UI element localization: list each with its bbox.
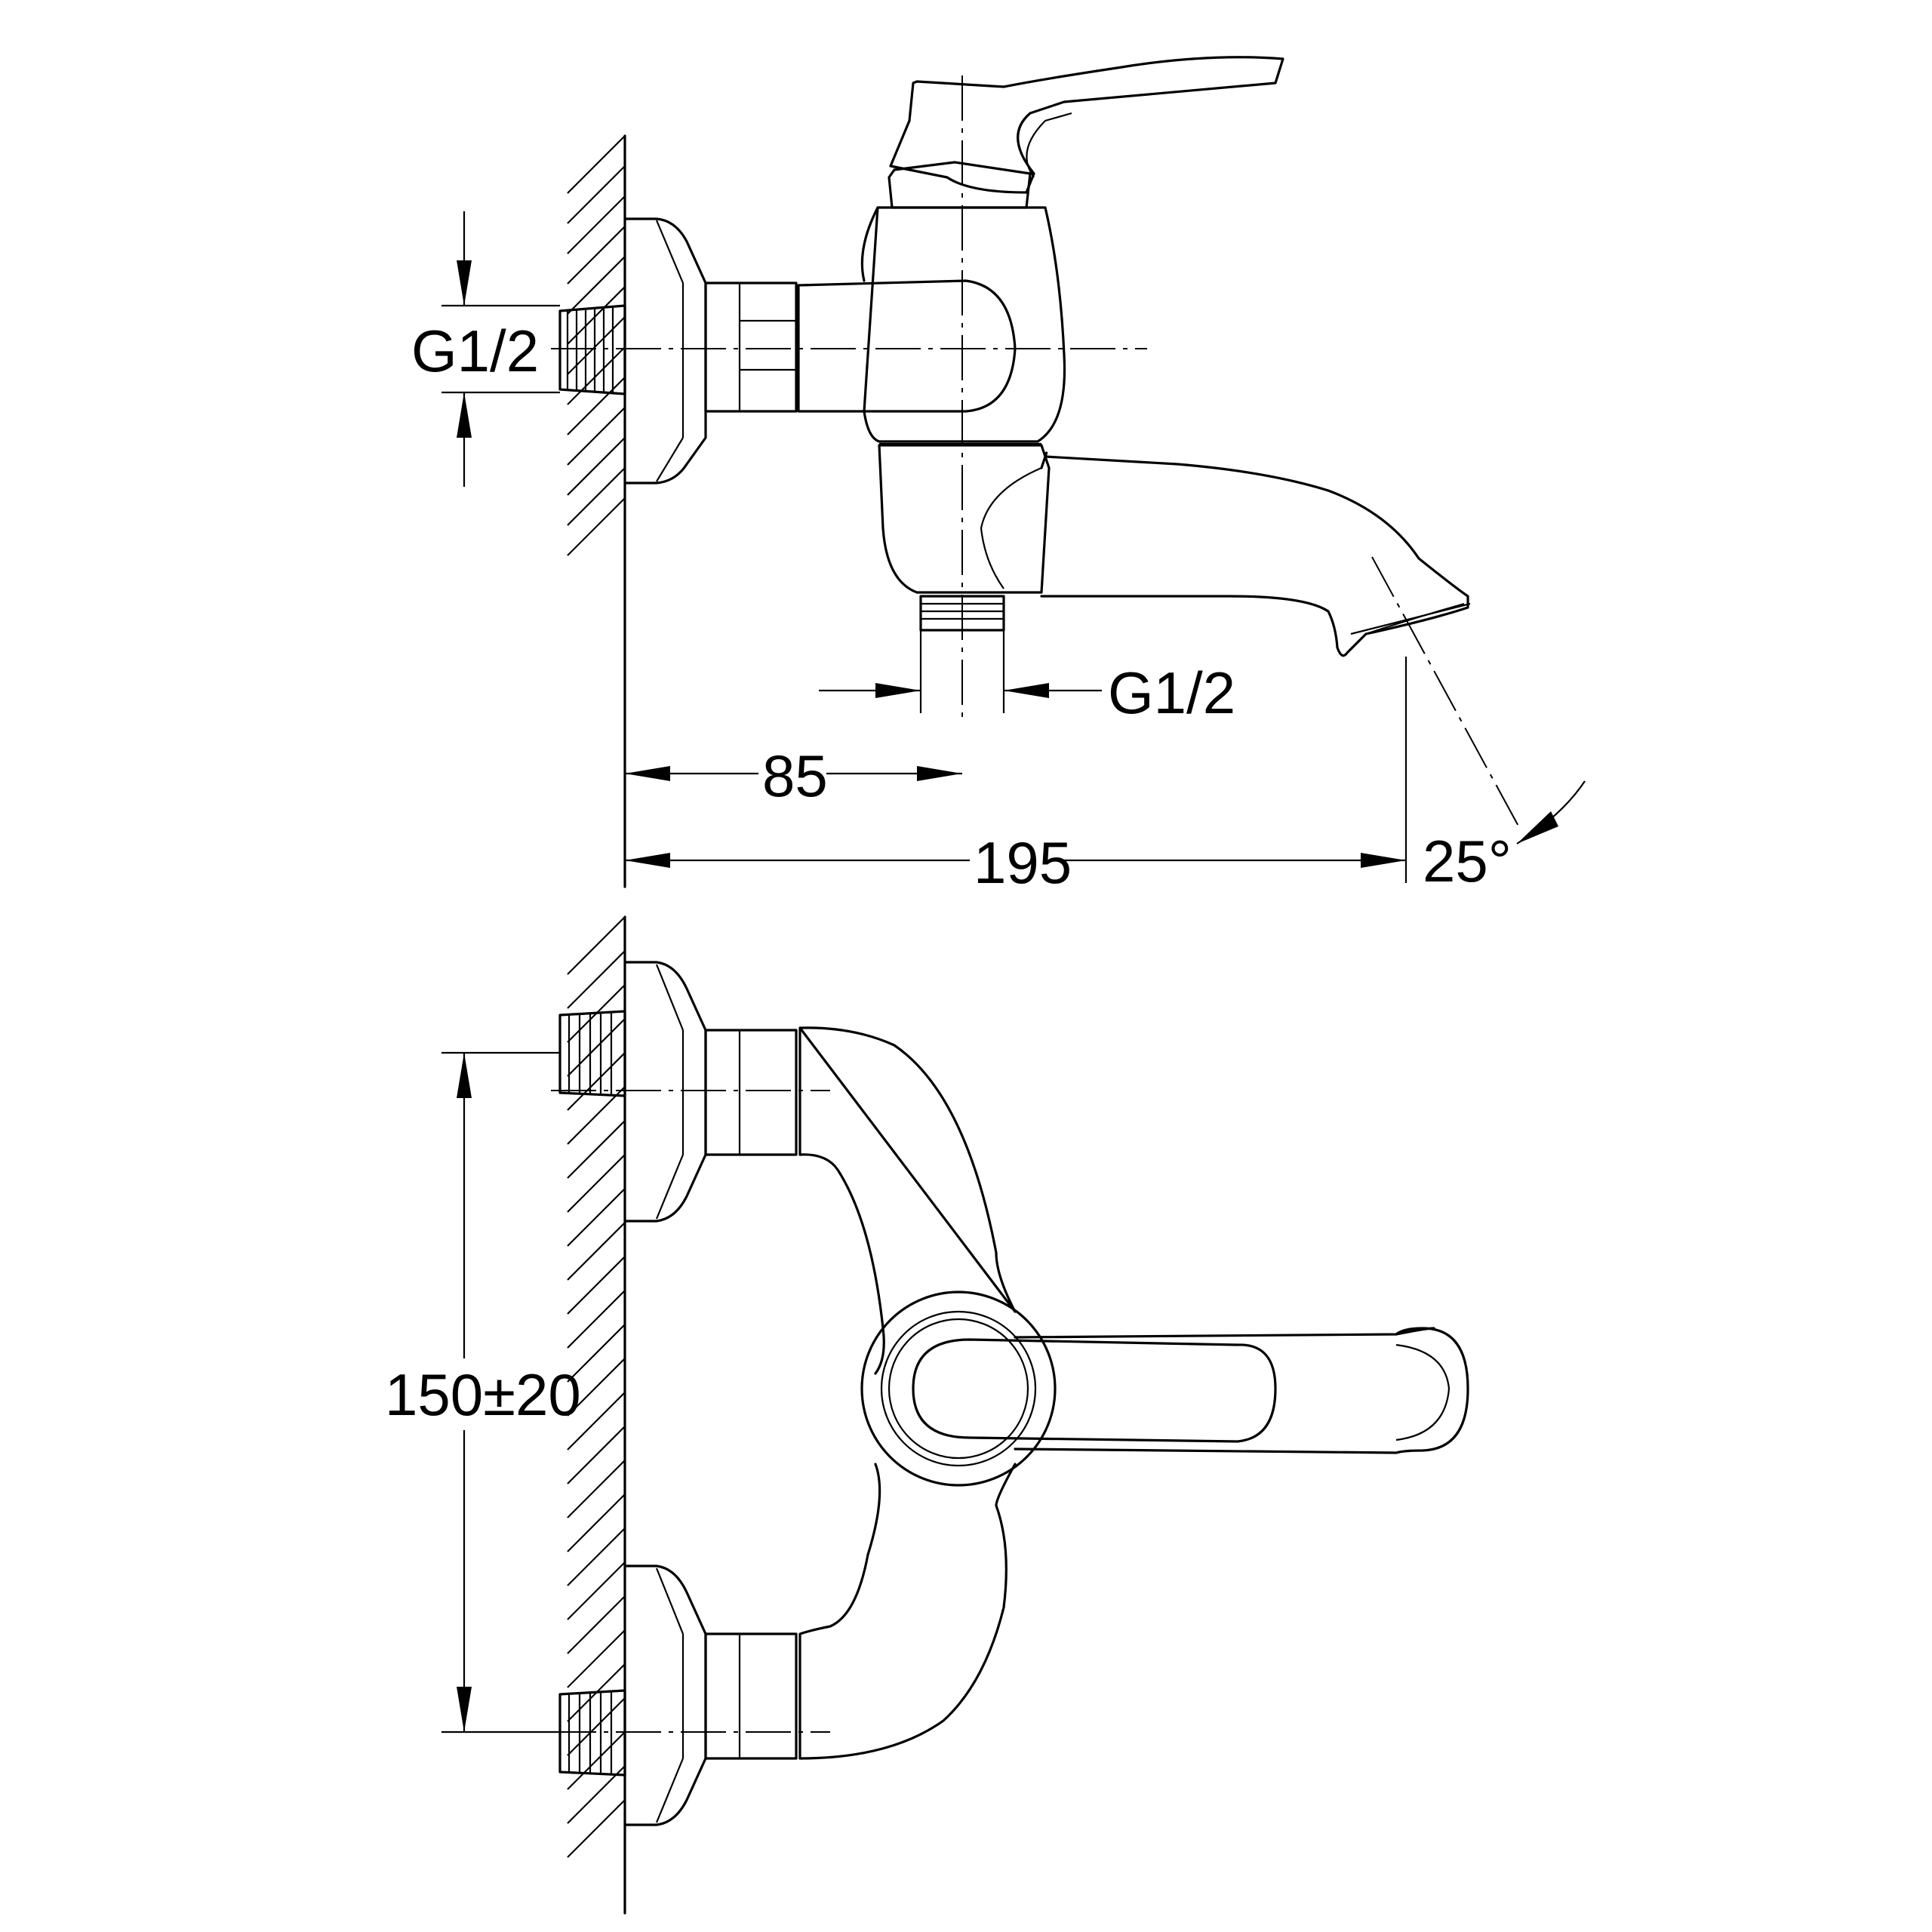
top-cartridge xyxy=(888,161,1032,209)
wall-to-outlet-label: 85 xyxy=(762,743,828,809)
front-upper-nut xyxy=(704,1029,798,1156)
outlet-thread-label: G1/2 xyxy=(1108,660,1235,726)
wall-to-outlet-dimension xyxy=(625,766,962,781)
overall-projection-dimension xyxy=(625,657,1407,883)
front-upper-escutcheon xyxy=(623,961,707,1223)
outlet-thread-dimension xyxy=(819,630,1102,713)
front-body-arms xyxy=(798,1026,1017,1760)
top-inlet-arm xyxy=(797,279,1017,413)
front-lever-handle xyxy=(912,1338,1277,1443)
inlet-spacing-dimension xyxy=(441,1051,560,1734)
front-upper-inlet-thread xyxy=(558,1010,626,1097)
top-lever-handle xyxy=(889,56,1284,194)
overall-projection-label: 195 xyxy=(974,829,1072,896)
top-escutcheon xyxy=(623,217,707,485)
top-lower-body xyxy=(878,444,1051,594)
front-lever-stem xyxy=(1014,1327,1435,1454)
top-spout-outlet-line xyxy=(1371,556,1521,831)
front-lower-inlet-thread xyxy=(558,1689,626,1777)
top-view: G1/2 G1/2 85 195 xyxy=(411,56,1586,896)
top-connector-nut xyxy=(704,281,798,413)
front-cartridge-ring xyxy=(860,1291,1057,1487)
spout-angle-dimension xyxy=(1516,780,1586,844)
top-wall-hatching xyxy=(567,135,626,556)
top-spout xyxy=(1040,451,1469,657)
front-lower-escutcheon xyxy=(623,1564,707,1826)
front-lower-nut xyxy=(704,1632,798,1760)
front-view: 150±20 xyxy=(385,915,1469,1915)
inlet-thread-dimension xyxy=(441,211,560,487)
inlet-thread-label: G1/2 xyxy=(411,318,539,384)
top-mixer-body xyxy=(860,206,1066,443)
inlet-spacing-label: 150±20 xyxy=(385,1361,581,1428)
spout-angle-label: 25° xyxy=(1423,828,1512,894)
top-inlet-thread xyxy=(558,304,626,395)
front-lever-end-cap xyxy=(1395,1327,1469,1454)
